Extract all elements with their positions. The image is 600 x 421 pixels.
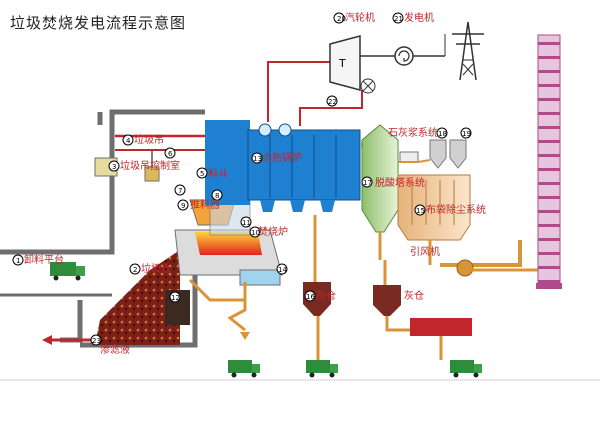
label-incinerator: 焚烧炉	[258, 225, 288, 238]
label-waste-heat-boiler: 余热锅炉	[262, 151, 302, 164]
unloading-truck	[50, 262, 85, 281]
badge-5: 5	[200, 170, 204, 178]
badge-15: 15	[416, 207, 425, 215]
badge-21: 21	[394, 15, 403, 23]
badge-13: 13	[253, 155, 262, 163]
leachate-arrow	[42, 335, 95, 345]
badge-4: 4	[126, 137, 131, 145]
badge-8: 8	[215, 192, 219, 200]
desulfurization-tower	[361, 124, 399, 260]
label-ash-bin-2: 灰仓	[404, 289, 424, 302]
badge-16: 16	[306, 293, 315, 301]
label-desulfurization: 脱酸塔系统	[375, 176, 425, 189]
diagram-title: 垃圾焚烧发电流程示意图	[10, 14, 187, 32]
waste-heat-boiler	[205, 120, 380, 212]
badge-11: 11	[242, 219, 251, 227]
limestone-system	[398, 139, 467, 169]
badge-14: 14	[278, 266, 287, 274]
transmission-tower-icon	[444, 21, 484, 81]
crane	[94, 134, 215, 182]
badge-19: 19	[462, 130, 471, 138]
label-ash-bin-1: 灰仓	[316, 289, 336, 302]
stack	[536, 34, 562, 289]
label-crane: 垃圾吊	[134, 133, 164, 146]
badge-7: 7	[178, 187, 182, 195]
label-baghouse: 布袋除尘系统	[426, 203, 486, 216]
label-induced-fan: 引风机	[410, 245, 440, 258]
label-limestone: 石灰浆系统	[388, 126, 438, 139]
label-generator: 发电机	[404, 11, 434, 24]
badge-12: 12	[171, 294, 180, 302]
badge-1: 1	[16, 257, 20, 265]
label-crane-control: 垃圾吊控制室	[120, 159, 180, 172]
badge-9: 9	[181, 202, 185, 210]
component-labels: 汽轮机 发电机 垃圾吊 垃圾吊控制室 料斗 余热锅炉 焚烧炉 推料器 卸料平台 …	[24, 11, 486, 356]
truck-icon	[450, 360, 482, 378]
garbage-pit	[95, 250, 190, 345]
badge-17: 17	[363, 179, 372, 187]
label-turbine: 汽轮机	[345, 11, 375, 24]
generator-icon	[394, 46, 414, 66]
badge-23: 23	[92, 337, 101, 345]
badge-18: 18	[438, 130, 447, 138]
badge-10: 10	[251, 229, 260, 237]
ash-handling	[188, 215, 472, 360]
truck-icon	[228, 360, 260, 378]
badge-2: 2	[133, 266, 137, 274]
turbine: T	[329, 35, 445, 94]
steam-pipe	[267, 61, 363, 126]
baghouse-filter	[397, 174, 471, 265]
label-pusher: 推料器	[190, 198, 220, 211]
label-garbage-pit: 垃圾仓	[141, 262, 171, 275]
label-unloading-platform: 卸料平台	[24, 253, 64, 266]
label-solidify: 固化	[450, 322, 470, 335]
badge-6: 6	[168, 150, 173, 158]
badge-20: 20	[337, 15, 346, 23]
truck-icon	[306, 360, 338, 378]
number-badges: 20 21 22 4 3 5 6 9 7 8 13 11 10 14 1 2 1…	[12, 12, 472, 346]
incinerator	[174, 199, 283, 286]
induced-fan	[440, 240, 540, 277]
badge-3: 3	[112, 163, 116, 171]
label-leachate: 渗滤液	[100, 343, 130, 356]
ash-trucks	[228, 360, 482, 378]
turbine-symbol: T	[338, 57, 346, 70]
badge-22: 22	[328, 98, 337, 106]
label-feed-hopper: 料斗	[208, 167, 228, 180]
